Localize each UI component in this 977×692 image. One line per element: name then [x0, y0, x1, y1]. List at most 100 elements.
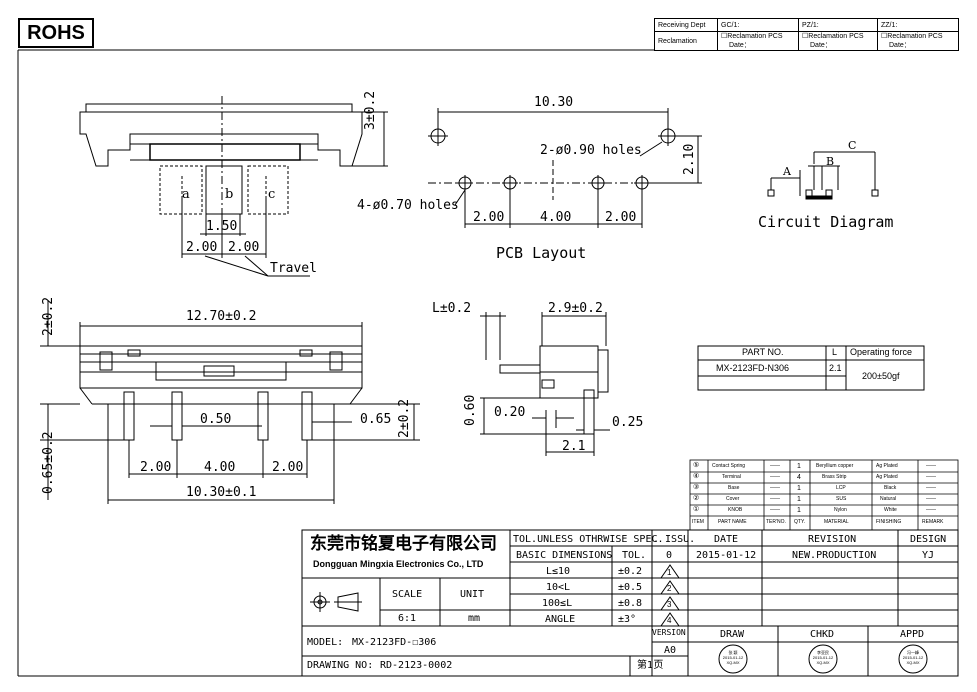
issue-zero: 0 [666, 550, 673, 561]
part-table-lines [697, 345, 925, 391]
bom-item: ① [693, 506, 700, 513]
bom-finishing: Ag Plated [876, 474, 898, 480]
part-number: MX-2123FD-N306 [716, 363, 790, 373]
circuit-diagram-title: Circuit Diagram [758, 213, 894, 231]
circuit-label-b: B [826, 155, 835, 168]
rohs-badge: ROHS [18, 18, 94, 48]
bom-remark: —— [926, 463, 936, 469]
part-no-header: PART NO. [742, 347, 784, 357]
front-height-left-dim: 2±0.2 [41, 296, 56, 336]
scale-label: SCALE [392, 589, 423, 600]
approval-body: ☐Reclamation PCS [721, 33, 783, 40]
tolerance-heading: TOL.UNLESS OTHRWISE SPEC. [513, 534, 664, 545]
bom-header-part-name: PART NAME [718, 519, 747, 525]
bom-material: LCP [836, 485, 846, 491]
tol-label: TOL. [622, 550, 647, 561]
bom-material: SUS [836, 496, 847, 502]
side-pin-dim: 0.25 [612, 415, 644, 430]
bom-header-material: MATERIAL [824, 519, 849, 525]
bom-qty: 1 [797, 485, 801, 492]
operating-force-header: Operating force [850, 347, 913, 357]
bom-header-finishing: FINISHING [876, 519, 902, 525]
pitch-dim: 1.50 [206, 219, 238, 234]
bom-remark: —— [926, 474, 936, 480]
bom-qty: 1 [797, 496, 801, 503]
tol-value-4: ±3° [618, 614, 637, 625]
operating-force-value: 200±50gf [862, 371, 900, 381]
bom-item: ③ [693, 484, 700, 491]
front-spacing-2: 4.00 [204, 460, 236, 475]
bom-item: ⑤ [693, 462, 700, 469]
circuit-diagram [767, 151, 879, 200]
bom-material: Beryllium copper [816, 463, 854, 469]
bom-header-item: ITEM [692, 519, 704, 525]
unit-label: UNIT [460, 589, 485, 600]
issue-1: 1 [667, 568, 672, 577]
bom-header-ter: TER'NO. [766, 519, 786, 525]
approval-body: ☐Reclamation PCS [802, 33, 864, 40]
front-pin-height-dim: 0.65±0.2 [41, 431, 56, 494]
approval-date: Date： [889, 42, 911, 49]
designer: YJ [922, 550, 935, 561]
tol-range-1: L≤10 [546, 566, 571, 577]
top-view [79, 96, 388, 277]
tol-value-2: ±0.5 [618, 582, 643, 593]
bom-header-remark: REMARK [922, 519, 944, 525]
front-spacing-3: 2.00 [272, 460, 304, 475]
bom-part-name: Terminal [722, 474, 741, 480]
side-width-dim: 2.9±0.2 [548, 301, 603, 316]
issue-2: 2 [667, 584, 672, 593]
bom-ter: —— [770, 507, 780, 513]
basic-dimensions-label: BASIC DIMENSIONS [516, 550, 613, 561]
pin-offset-dim: 0.65 [360, 412, 392, 427]
approval-date: Date： [729, 42, 751, 49]
side-base-dim: 2.1 [562, 439, 586, 454]
pcb-spacing-1: 2.00 [473, 210, 505, 225]
scale-value: 6:1 [398, 613, 417, 624]
tol-value-3: ±0.8 [618, 598, 643, 609]
revision-date: 2015-01-12 [696, 550, 757, 561]
draw-stamp: 张 颖 2015-01-12 XQ-MX [722, 650, 744, 666]
bom-part-name: Contact Spring [712, 463, 746, 469]
bom-finishing: Natural [880, 496, 897, 502]
front-view [40, 300, 420, 504]
approval-date: Date： [810, 42, 832, 49]
bom-qty: 1 [797, 463, 801, 470]
bom-part-name: Base [728, 485, 740, 491]
page-number: 第1页 [637, 660, 664, 671]
length-value: 2.1 [829, 363, 842, 373]
approved-stamp: 冯一峰 2015-01-12 XQ-MX [902, 650, 924, 666]
tol-range-3: 100≤L [542, 598, 573, 609]
pcb-large-holes-note: 2-ø0.90 holes [540, 143, 642, 158]
pcb-spacing-3: 2.00 [605, 210, 637, 225]
revision-description: NEW.PRODUCTION [792, 550, 877, 561]
pin-label-a: a [182, 187, 190, 202]
bom-remark: —— [926, 485, 936, 491]
side-height-dim: 0.60 [463, 394, 478, 426]
circuit-label-c: C [848, 139, 857, 152]
drawing-number-label: DRAWING NO: [307, 660, 374, 671]
pcb-small-holes-note: 4-ø0.70 holes [357, 198, 459, 213]
title-block-lines [301, 529, 959, 677]
bom-part-name: Cover [726, 496, 740, 502]
issue-4: 4 [667, 616, 672, 625]
version-value: A0 [664, 645, 677, 656]
front-width-dim: 12.70±0.2 [186, 309, 257, 324]
model-label: MODEL: [307, 637, 344, 648]
issue-3: 3 [667, 600, 672, 609]
drawing-number: RD-2123-0002 [380, 660, 453, 671]
bom-material: Brass Strip [822, 474, 847, 480]
side-view [480, 312, 610, 456]
bom-lines [689, 459, 959, 531]
spacing-dim-right: 2.00 [228, 240, 260, 255]
spacing-dim-left: 2.00 [186, 240, 218, 255]
bom-ter: —— [770, 474, 780, 480]
tol-range-4: ANGLE [545, 614, 576, 625]
bom-material: Nylon [834, 507, 847, 513]
bom-remark: —— [926, 507, 936, 513]
bom-ter: —— [770, 485, 780, 491]
pcb-width-dim: 10.30 [534, 95, 574, 110]
pin-label-c: c [268, 187, 276, 202]
